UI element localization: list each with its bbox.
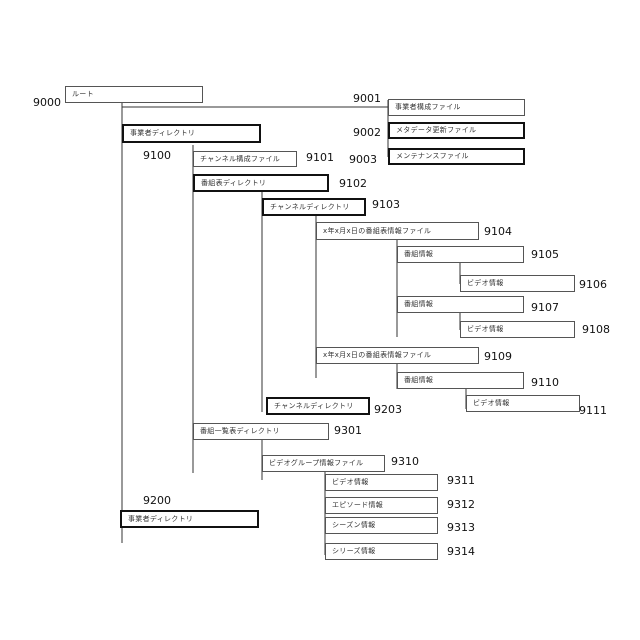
ref-9110: 9110 bbox=[531, 377, 559, 388]
node-episode-info: エピソード情報 bbox=[325, 497, 438, 514]
ref-9001: 9001 bbox=[353, 93, 381, 104]
ref-9111: 9111 bbox=[579, 405, 607, 416]
node-series-info: シリーズ情報 bbox=[325, 543, 438, 560]
ref-9100: 9100 bbox=[143, 150, 171, 161]
ref-9314: 9314 bbox=[447, 546, 475, 557]
ref-9002: 9002 bbox=[353, 127, 381, 138]
node-program-list-directory: 番組一覧表ディレクトリ bbox=[193, 423, 329, 440]
node-season-info: シーズン情報 bbox=[325, 517, 438, 534]
ref-9103: 9103 bbox=[372, 199, 400, 210]
ref-9101: 9101 bbox=[306, 152, 334, 163]
ref-9003: 9003 bbox=[349, 154, 377, 165]
node-program-guide-directory: 番組表ディレクトリ bbox=[193, 174, 329, 192]
node-video-info-9106: ビデオ情報 bbox=[460, 275, 575, 292]
ref-9200: 9200 bbox=[143, 495, 171, 506]
ref-9312: 9312 bbox=[447, 499, 475, 510]
node-video-info-9311: ビデオ情報 bbox=[325, 474, 438, 491]
node-program-info-9110: 番組情報 bbox=[397, 372, 524, 389]
ref-9106: 9106 bbox=[579, 279, 607, 290]
node-maintenance-file: メンテナンスファイル bbox=[388, 148, 525, 165]
node-video-info-9111: ビデオ情報 bbox=[466, 395, 580, 412]
ref-9108: 9108 bbox=[582, 324, 610, 335]
ref-9310: 9310 bbox=[391, 456, 419, 467]
ref-9311: 9311 bbox=[447, 475, 475, 486]
node-root: ルート bbox=[65, 86, 203, 103]
ref-9109: 9109 bbox=[484, 351, 512, 362]
ref-9000: 9000 bbox=[33, 97, 61, 108]
ref-9105: 9105 bbox=[531, 249, 559, 260]
node-operator-directory-9200: 事業者ディレクトリ bbox=[120, 510, 259, 528]
ref-9313: 9313 bbox=[447, 522, 475, 533]
node-operator-directory-9100: 事業者ディレクトリ bbox=[122, 124, 261, 143]
node-video-group-file: ビデオグループ情報ファイル bbox=[262, 455, 385, 472]
node-program-info-9107: 番組情報 bbox=[397, 296, 524, 313]
node-metadata-update-file: メタデータ更新ファイル bbox=[388, 122, 525, 139]
node-program-guide-file-9104: x年x月x日の番組表情報ファイル bbox=[316, 222, 479, 240]
ref-9104: 9104 bbox=[484, 226, 512, 237]
node-video-info-9108: ビデオ情報 bbox=[460, 321, 575, 338]
node-channel-config-file: チャンネル構成ファイル bbox=[193, 151, 297, 167]
ref-9102: 9102 bbox=[339, 178, 367, 189]
node-channel-directory-9203: チャンネルディレクトリ bbox=[266, 397, 370, 415]
node-program-info-9105: 番組情報 bbox=[397, 246, 524, 263]
node-operator-config-file: 事業者構成ファイル bbox=[388, 99, 525, 116]
ref-9203: 9203 bbox=[374, 404, 402, 415]
ref-9107: 9107 bbox=[531, 302, 559, 313]
node-program-guide-file-9109: x年x月x日の番組表情報ファイル bbox=[316, 347, 479, 364]
ref-9301: 9301 bbox=[334, 425, 362, 436]
node-channel-directory-9103: チャンネルディレクトリ bbox=[262, 198, 366, 216]
